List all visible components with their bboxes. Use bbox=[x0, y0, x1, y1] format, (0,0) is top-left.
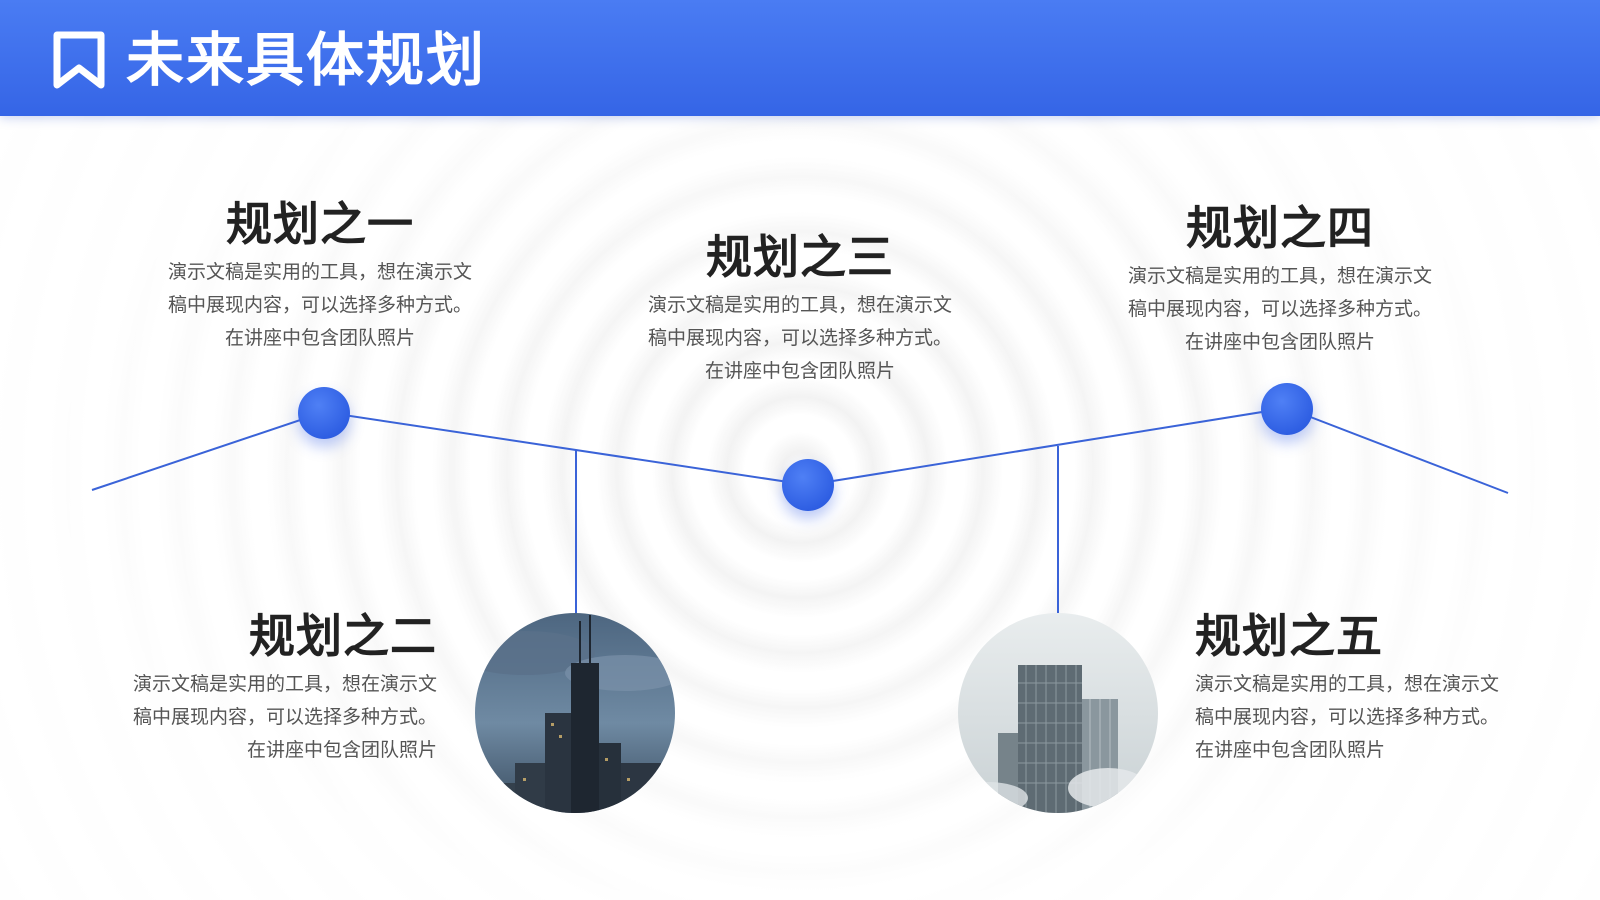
plan-description: 演示文稿是实用的工具，想在演示文稿中展现内容，可以选择多种方式。在讲座中包含团队… bbox=[1127, 265, 1432, 353]
photo-glass-towers bbox=[958, 613, 1158, 813]
plan-title: 规划之五 bbox=[1195, 609, 1383, 663]
header-bar: 未来具体规划 bbox=[0, 0, 1600, 116]
plan-title: 规划之二 bbox=[249, 609, 437, 663]
plan-block-1: 规划之一 演示文稿是实用的工具，想在演示文稿中展现内容，可以选择多种方式。在讲座… bbox=[165, 196, 475, 355]
plan-description: 演示文稿是实用的工具，想在演示文稿中展现内容，可以选择多种方式。在讲座中包含团队… bbox=[647, 294, 952, 382]
plan-title: 规划之四 bbox=[1186, 201, 1374, 255]
plan-block-5: 规划之五 演示文稿是实用的工具，想在演示文稿中展现内容，可以选择多种方式。在讲座… bbox=[1195, 608, 1505, 767]
photo-city-skyscraper bbox=[475, 613, 675, 813]
plan-description: 演示文稿是实用的工具，想在演示文稿中展现内容，可以选择多种方式。在讲座中包含团队… bbox=[167, 261, 472, 349]
plan-block-4: 规划之四 演示文稿是实用的工具，想在演示文稿中展现内容，可以选择多种方式。在讲座… bbox=[1125, 200, 1435, 359]
timeline-node-3 bbox=[782, 459, 834, 511]
timeline-node-1 bbox=[298, 387, 350, 439]
timeline-node-4 bbox=[1261, 383, 1313, 435]
plan-description: 演示文稿是实用的工具，想在演示文稿中展现内容，可以选择多种方式。在讲座中包含团队… bbox=[1195, 673, 1500, 761]
plan-title: 规划之三 bbox=[706, 230, 894, 284]
plan-block-2: 规划之二 演示文稿是实用的工具，想在演示文稿中展现内容，可以选择多种方式。在讲座… bbox=[127, 608, 437, 767]
bookmark-icon bbox=[53, 31, 105, 89]
plan-block-3: 规划之三 演示文稿是实用的工具，想在演示文稿中展现内容，可以选择多种方式。在讲座… bbox=[645, 229, 955, 388]
plan-description: 演示文稿是实用的工具，想在演示文稿中展现内容，可以选择多种方式。在讲座中包含团队… bbox=[132, 673, 437, 761]
plan-title: 规划之一 bbox=[226, 197, 414, 251]
page-title: 未来具体规划 bbox=[126, 26, 487, 94]
